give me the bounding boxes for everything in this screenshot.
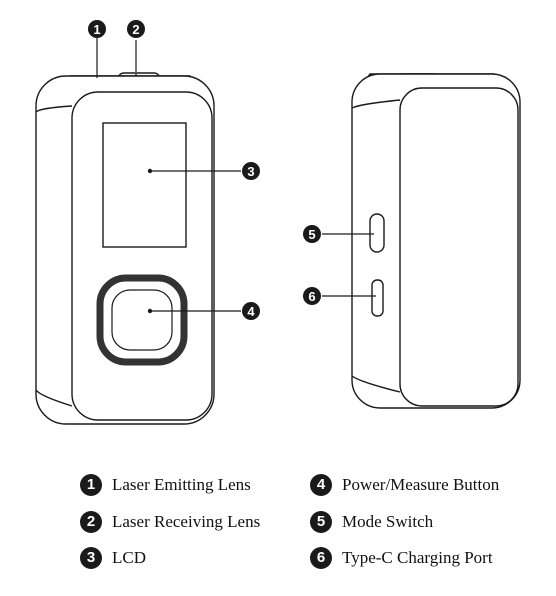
legend-item-6: 6 Type-C Charging Port: [310, 546, 493, 570]
svg-text:3: 3: [247, 164, 254, 179]
callout-badge-5: 5: [303, 225, 321, 243]
legend-item-1: 1 Laser Emitting Lens: [80, 473, 251, 497]
svg-text:2: 2: [132, 22, 139, 37]
legend-number-4: 4: [310, 474, 332, 497]
mode-switch: [369, 213, 385, 253]
callout-badge-3: 3: [242, 162, 260, 180]
svg-text:6: 6: [308, 289, 315, 304]
power-button: [111, 289, 173, 351]
legend-label-6: Type-C Charging Port: [342, 548, 493, 568]
legend-number-2: 2: [80, 511, 102, 534]
lcd-screen: [102, 122, 187, 248]
legend-label-1: Laser Emitting Lens: [112, 475, 251, 495]
legend-item-5: 5 Mode Switch: [310, 510, 434, 534]
legend-number-1: 1: [80, 474, 102, 497]
svg-text:5: 5: [308, 227, 315, 242]
legend-item-2: 2 Laser Receiving Lens: [80, 510, 261, 534]
legend-number-5: 5: [310, 511, 332, 534]
legend-number-6: 6: [310, 547, 332, 570]
type-c-port: [371, 279, 384, 317]
legend-label-2: Laser Receiving Lens: [112, 512, 261, 532]
legend-item-3: 3 LCD: [80, 546, 146, 570]
legend-item-4: 4 Power/Measure Button: [310, 473, 500, 497]
leader-lines: [96, 38, 376, 314]
callout-badge-2: 2: [127, 20, 145, 38]
callout-badge-6: 6: [303, 287, 321, 305]
legend-label-4: Power/Measure Button: [342, 475, 500, 495]
legend-number-3: 3: [80, 547, 102, 570]
legend-label-3: LCD: [112, 548, 146, 568]
front-view-device: [35, 72, 215, 425]
legend-label-5: Mode Switch: [342, 512, 434, 532]
side-view-device: [351, 73, 521, 409]
side-face: [399, 87, 519, 407]
callout-badge-1: 1: [88, 20, 106, 38]
svg-text:4: 4: [247, 304, 255, 319]
svg-text:1: 1: [93, 22, 100, 37]
callout-badge-4: 4: [242, 302, 260, 320]
